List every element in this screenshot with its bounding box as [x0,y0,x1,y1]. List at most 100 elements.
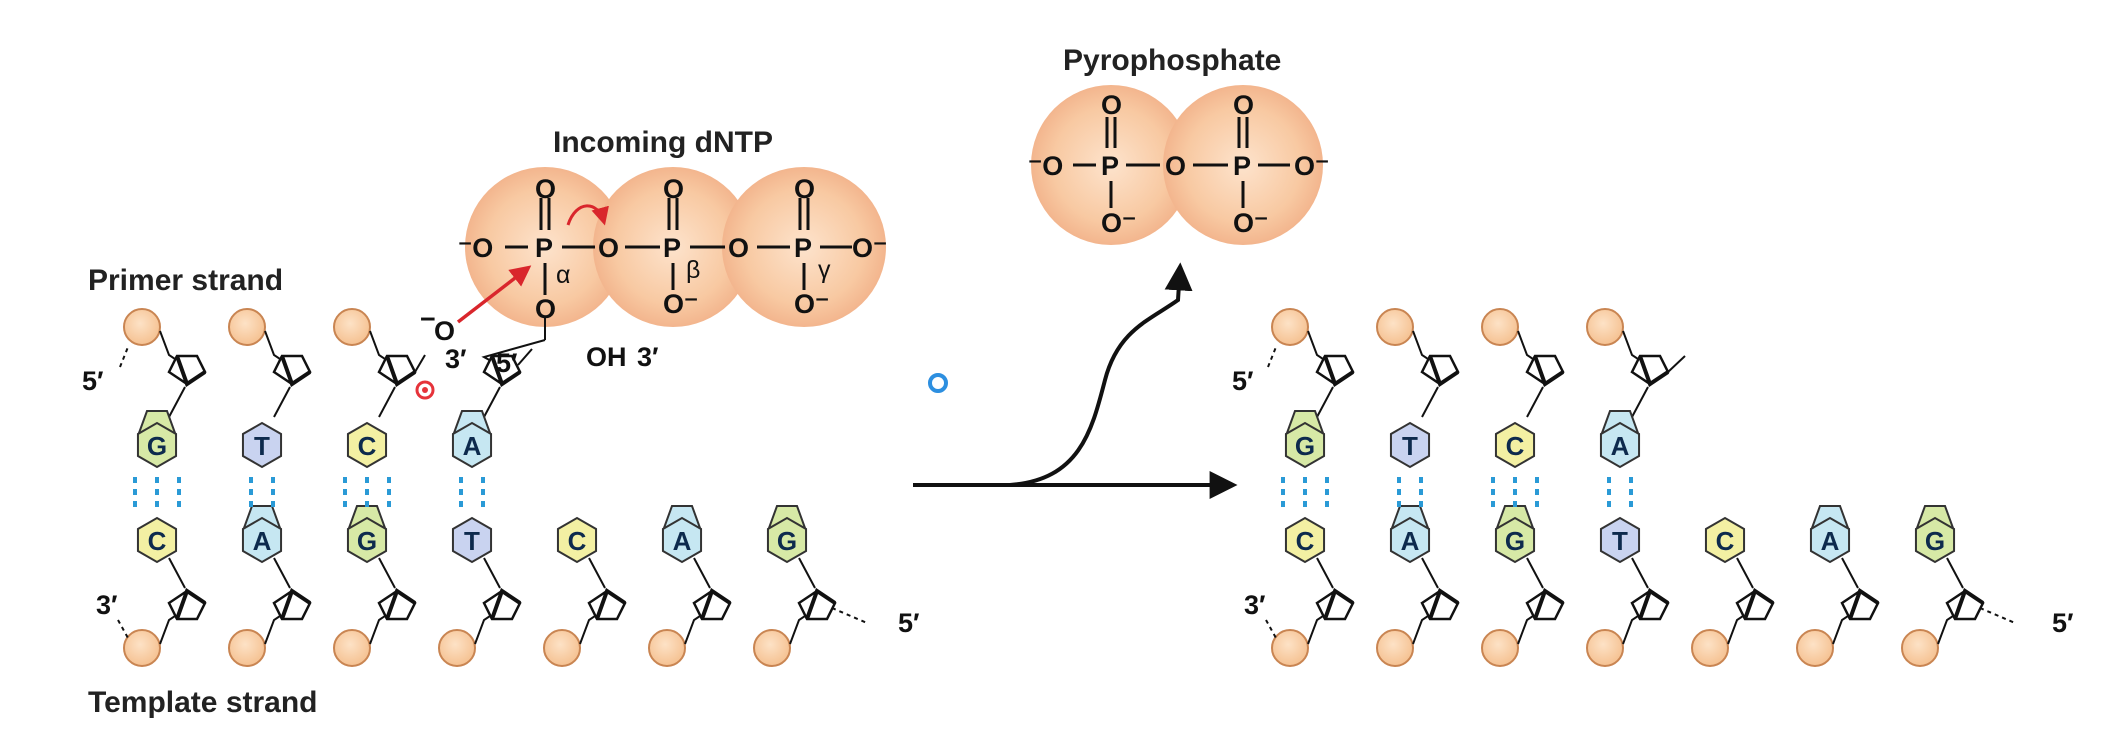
sugar-bold-edge [1638,355,1670,388]
glycosidic-bond [1841,557,1859,589]
dntp-terminal-o: ⁻O [458,233,493,263]
base-six-ring [346,421,388,469]
base-t: T [451,516,493,564]
ppi-bridge-o: O [1165,151,1186,181]
template-5-prime-end [831,607,868,624]
sugar-bold-edge [490,355,522,388]
glycosidic-bond [273,386,291,418]
incoming-dntp-label: Incoming dNTP [553,126,773,159]
base-letter: T [254,431,270,461]
primer-5-prime-end [1267,346,1277,368]
beta-top-o: O [663,174,684,204]
sugar-bold-edge [1428,587,1460,620]
alpha-beta-o: O [598,233,619,263]
ppi-left-o: ⁻O [1028,151,1063,181]
base-t: T [241,421,283,469]
phosphate-ball [543,629,581,667]
base-letter: T [464,526,480,556]
pyrophosphate-release-arrow [1009,262,1193,487]
base-six-ring [241,516,283,564]
sugar-bold-edge [1953,587,1985,620]
sugar-bold-edge [1533,587,1565,620]
incoming-3-prime: 3′ [637,342,659,372]
sugar-bold-edge [280,355,312,388]
phosphate-ball [333,629,371,667]
base-c: C [1494,421,1536,469]
alpha-p: P [535,233,553,263]
base-six-ring [1389,421,1431,469]
phosphate-ball [228,629,266,667]
base-letter: C [568,526,587,556]
phosphate-ball [1271,308,1309,346]
nucleophilic-attack-arrow [456,265,532,324]
base-letter: G [147,431,167,461]
phosphate-ball [333,308,371,346]
base-g: G [136,410,178,469]
phosphate-ball [1481,308,1519,346]
reactive-3-prime-dot [422,387,428,393]
base-six-ring [661,516,703,564]
base-c: C [1704,516,1746,564]
glycosidic-bond [378,386,396,418]
base-letter: A [253,526,272,556]
base-letter: G [1505,526,1525,556]
beta-phosphate-blob [593,167,753,327]
sugar-bold-edge [1848,587,1880,620]
base-g: G [1914,505,1956,564]
phosphate-ball [1691,629,1729,667]
base-c: C [1284,516,1326,564]
alpha-bottom-o: O [535,294,556,324]
glycosidic-bond [1946,557,1964,589]
glycosidic-bond [1316,386,1334,418]
incoming-5-prime: 5′ [496,348,518,378]
base-a: A [451,410,493,469]
glycosidic-bond [1421,386,1439,418]
base-six-ring [766,516,808,564]
base-six-ring [1704,516,1746,564]
primer-strand-label: Primer strand [88,264,283,297]
base-letter: C [1716,526,1735,556]
gamma-label: γ [818,256,831,284]
glycosidic-bond [483,557,501,589]
base-letter: A [463,431,482,461]
template-3-prime-end [117,619,129,639]
base-a: A [1599,410,1641,469]
phosphate-ball [438,629,476,667]
ppi-right-o: O⁻ [1294,151,1329,181]
right-template-3-prime: 3′ [1244,590,1266,620]
base-t: T [1389,421,1431,469]
base-six-ring [136,516,178,564]
phosphate-ball [123,308,161,346]
base-a: A [241,505,283,564]
incoming-dntp-triphosphate: ⁻O P O O α O P O O⁻ β O P O O⁻ γ O⁻ [458,167,887,327]
incoming-oh: OH [586,342,627,372]
sugar-bold-edge [490,587,522,620]
sugar-bold-edge [280,587,312,620]
phosphate-ball [753,629,791,667]
left-primer-3-prime: 3′ [445,344,467,374]
ppi-p1-top-o: O [1101,90,1122,120]
glycosidic-bond [1421,557,1439,589]
glycosidic-bond [1631,386,1649,418]
ppi-p1: P [1101,151,1119,181]
glycosidic-bond [693,557,711,589]
sugar-bold-edge [1638,587,1670,620]
cursor-indicator [928,373,948,393]
alpha-top-o: O [535,174,556,204]
base-g: G [766,505,808,564]
reactive-3-prime-highlight [415,380,435,400]
base-t: T [1599,516,1641,564]
base-letter: A [1611,431,1630,461]
glycosidic-bond [168,557,186,589]
primer-3-prime-o: O [434,316,455,346]
base-six-ring [1599,516,1641,564]
base-letter: A [1821,526,1840,556]
base-a: A [1389,505,1431,564]
glycosidic-bond [378,557,396,589]
glycosidic-bond [1736,557,1754,589]
base-letter: C [148,526,167,556]
primer-3-prime-bond [414,354,426,373]
phosphate-ball [1586,308,1624,346]
base-g: G [346,505,388,564]
gamma-top-o: O [794,174,815,204]
